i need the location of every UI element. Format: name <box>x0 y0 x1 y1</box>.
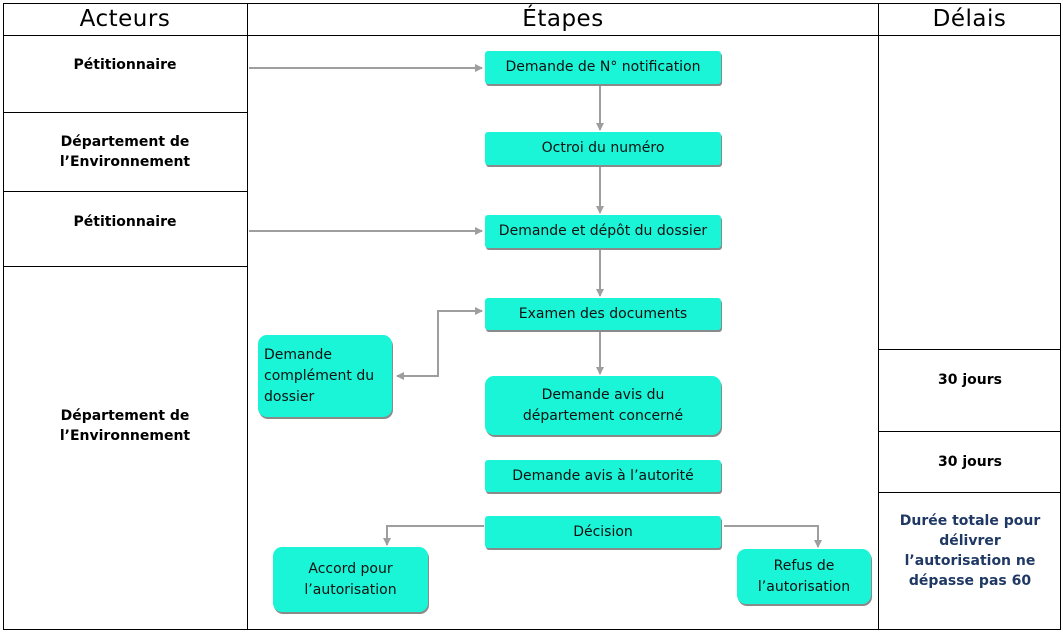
step-demande-avis-autorite: Demande avis à l’autorité <box>485 460 721 492</box>
step-decision: Décision <box>485 516 721 548</box>
step-demande-avis-departement: Demande avis du département concerné <box>485 376 721 435</box>
header-actors: Acteurs <box>79 6 171 32</box>
table-border-left <box>3 3 4 630</box>
actor-row-divider <box>3 266 248 267</box>
table-border-right <box>1060 3 1061 630</box>
step-demande-depot-dossier: Demande et dépôt du dossier <box>485 215 721 248</box>
column-divider-actors <box>247 3 248 630</box>
header-divider <box>3 35 1061 36</box>
column-divider-delays <box>878 3 879 630</box>
delay-first: 30 jours <box>938 372 1002 388</box>
header-delays: Délais <box>932 6 1007 32</box>
actor-departement-environnement: Département de l’Environnement <box>59 134 191 170</box>
arrow-decision-to-refus <box>724 525 822 548</box>
step-refus-autorisation: Refus de l’autorisation <box>737 549 871 604</box>
delay-total: Durée totale pour délivrer l’autorisatio… <box>899 513 1041 589</box>
header-steps: Étapes <box>522 6 604 32</box>
arrow-head-examen <box>475 307 483 315</box>
table-border-top <box>3 3 1061 4</box>
actor-row-divider <box>3 191 248 192</box>
step-examen-documents: Examen des documents <box>485 298 721 330</box>
step-octroi-numero: Octroi du numéro <box>485 132 721 165</box>
delay-second: 30 jours <box>938 454 1002 470</box>
step-accord-autorisation: Accord pour l’autorisation <box>273 547 428 612</box>
delay-row-divider <box>878 492 1061 493</box>
delay-row-divider <box>878 431 1061 432</box>
actor-petitionnaire: Pétitionnaire <box>73 214 177 230</box>
actor-petitionnaire: Pétitionnaire <box>73 57 177 73</box>
table-border-bottom <box>3 629 1061 630</box>
delay-row-divider <box>878 349 1061 350</box>
step-demande-notification: Demande de N° notification <box>485 51 721 84</box>
actor-row-divider <box>3 112 248 113</box>
step-demande-complement: Demande complément du dossier <box>258 335 392 417</box>
arrow-examen-to-complement <box>396 310 482 380</box>
arrow-decision-to-accord <box>383 525 484 546</box>
actor-departement-environnement: Département de l’Environnement <box>59 408 191 444</box>
